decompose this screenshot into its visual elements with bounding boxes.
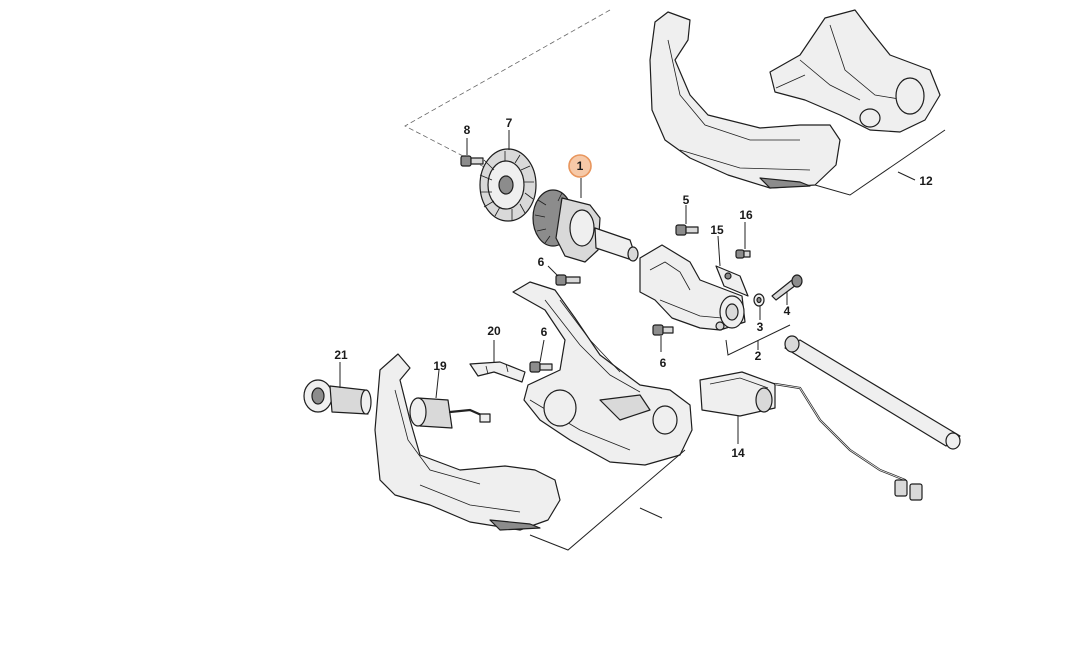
leader-part-6a [547, 265, 559, 277]
part-19-socket [409, 397, 491, 429]
part-6-screw-a [555, 274, 581, 286]
assembly-dashed-line [404, 9, 611, 171]
part-20-clip [469, 361, 526, 383]
callout-part-2[interactable]: 2 [755, 349, 762, 363]
part-2-tube-housing [639, 244, 746, 331]
leader-part-6b [539, 339, 545, 363]
part-7-fan-wheel [479, 148, 537, 222]
bracket-lower-housing [529, 449, 686, 551]
callout-part-15[interactable]: 15 [710, 223, 724, 237]
part-1-rotor-assembly [532, 189, 639, 263]
part-5-screw [675, 224, 699, 236]
part-8-screw [460, 155, 484, 167]
callout-part-19[interactable]: 19 [433, 359, 447, 373]
callout-part-16[interactable]: 16 [739, 208, 753, 222]
long-rod [784, 335, 961, 450]
callout-part-5[interactable]: 5 [683, 193, 690, 207]
callout-part-3[interactable]: 3 [757, 320, 764, 334]
bracket-part-12 [814, 129, 946, 196]
part-16-screw [735, 249, 751, 259]
callout-part-6a[interactable]: 6 [538, 255, 545, 269]
callout-part-20[interactable]: 20 [487, 324, 501, 338]
callout-part-8[interactable]: 8 [464, 123, 471, 137]
part-15-clip-plate [715, 265, 749, 297]
callout-part-12[interactable]: 12 [919, 174, 933, 188]
lower-handle-half-centre [512, 281, 693, 466]
part-21-grommet [303, 379, 372, 415]
part-3-washer [753, 293, 765, 307]
callout-part-21[interactable]: 21 [334, 348, 348, 362]
part-6-screw-b [529, 361, 553, 373]
part-12-upper-handle-housing [649, 9, 941, 189]
leader-part-15 [717, 235, 721, 267]
callout-part-14[interactable]: 14 [731, 446, 745, 460]
callout-1-highlight-marker [568, 154, 592, 178]
callout-part-7[interactable]: 7 [506, 116, 513, 130]
leader-lower-housing [639, 507, 663, 519]
callout-part-4[interactable]: 4 [784, 304, 791, 318]
lower-handle-half-left [374, 353, 561, 531]
part-4-bolt [771, 274, 803, 301]
callout-part-6c[interactable]: 6 [660, 356, 667, 370]
callout-part-1[interactable]: 1 [577, 159, 584, 173]
leader-part-19 [435, 369, 440, 399]
bracket-part-2 [725, 324, 791, 356]
part-14-switch-cable [699, 371, 923, 501]
part-6-screw-c [652, 324, 674, 336]
leader-part-12 [897, 171, 916, 181]
callout-part-6b[interactable]: 6 [541, 325, 548, 339]
